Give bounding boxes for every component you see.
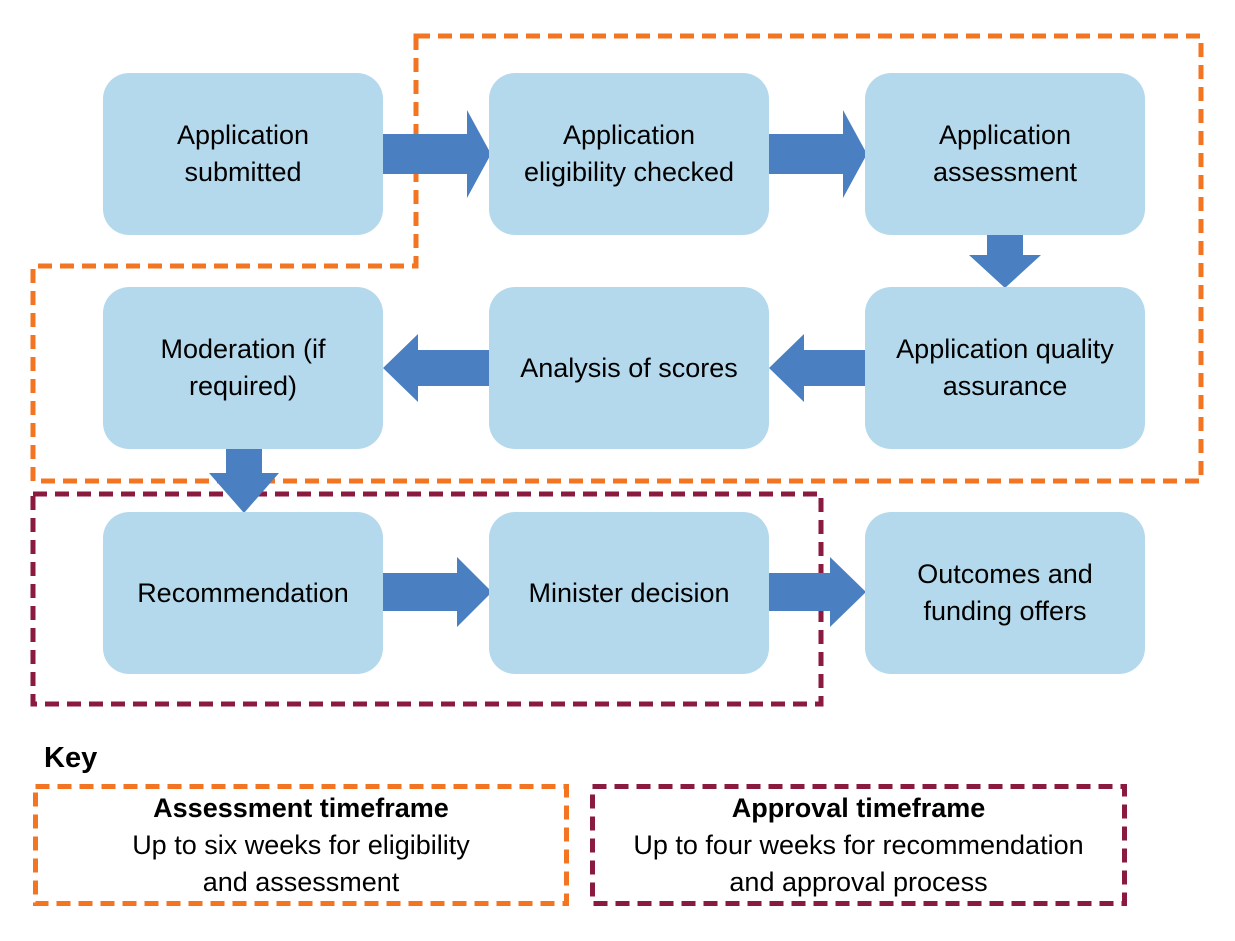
step-application-submitted: Application submitted: [103, 73, 383, 235]
step-label-line2: assessment: [932, 157, 1078, 187]
key-assessment-line1: Up to six weeks for eligibility: [132, 829, 470, 860]
key-approval-border: [590, 784, 1127, 906]
assessment-timeframe-boundary: [30, 33, 1204, 484]
arrow-analysis-to-moderation: [383, 334, 490, 402]
step-label-line2: assurance: [942, 371, 1068, 401]
step-label-line1: Application: [938, 120, 1072, 150]
arrow-recommendation-to-minister: [382, 557, 492, 627]
key-approval-line2: and approval process: [729, 866, 988, 897]
arrow-submitted-to-eligibility: [382, 110, 491, 198]
step-label-line1: Application quality: [896, 334, 1114, 364]
key-assessment-border: [33, 784, 569, 906]
step-outcomes-funding-offers: Outcomes and funding offers: [865, 512, 1145, 674]
step-label-line2: required): [188, 371, 298, 401]
step-label-line1: Moderation (if: [160, 334, 326, 364]
step-label-line2: eligibility checked: [523, 157, 735, 187]
arrow-moderation-to-recommendation: [209, 448, 279, 513]
arrow-assessment-to-quality: [969, 233, 1041, 288]
step-label-line1: Analysis of scores: [520, 352, 738, 383]
step-label-line2: funding offers: [923, 596, 1087, 626]
step-recommendation: Recommendation: [103, 512, 383, 674]
key-approval-timeframe: Approval timeframe Up to four weeks for …: [590, 784, 1127, 906]
step-analysis-of-scores: Analysis of scores: [489, 287, 769, 449]
key-approval-line1: Up to four weeks for recommendation: [633, 829, 1084, 860]
key-assessment-timeframe: Assessment timeframe Up to six weeks for…: [33, 784, 569, 906]
step-label-line2: submitted: [184, 157, 302, 187]
step-label-line1: Recommendation: [137, 577, 349, 608]
key-assessment-line2: and assessment: [202, 866, 400, 897]
step-eligibility-checked: Application eligibility checked: [489, 73, 769, 235]
arrow-minister-to-outcomes: [768, 557, 866, 627]
step-quality-assurance: Application quality assurance: [865, 287, 1145, 449]
key-approval-heading: Approval timeframe: [731, 792, 986, 823]
key-assessment-heading: Assessment timeframe: [153, 792, 449, 823]
step-label-line1: Minister decision: [528, 577, 730, 608]
step-minister-decision: Minister decision: [489, 512, 769, 674]
key-title: Key: [44, 742, 98, 774]
step-label-line1: Outcomes and: [917, 559, 1093, 589]
arrow-eligibility-to-assessment: [768, 110, 867, 198]
step-application-assessment: Application assessment: [865, 73, 1145, 235]
step-moderation: Moderation (if required): [103, 287, 383, 449]
step-label-line1: Application: [176, 120, 310, 150]
step-label-line1: Application: [562, 120, 696, 150]
arrow-quality-to-analysis: [769, 334, 866, 402]
